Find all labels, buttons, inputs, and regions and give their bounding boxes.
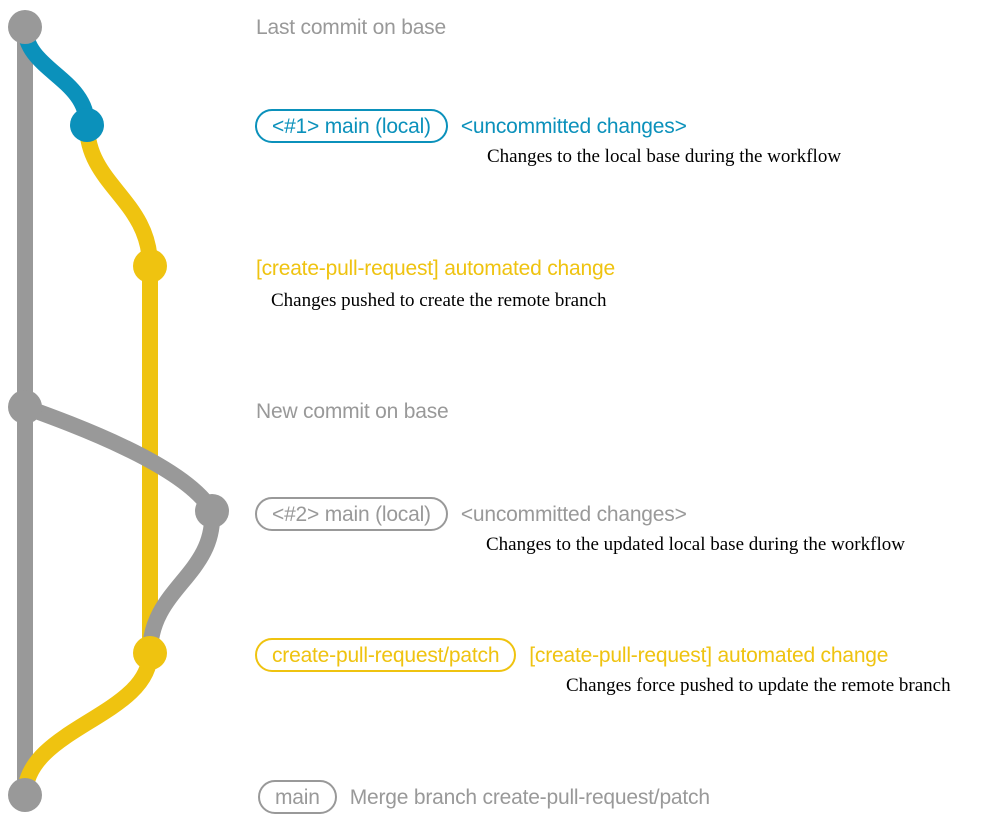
commit-row-uncommitted-changes-1: <#1> main (local) <uncommitted changes> — [255, 109, 687, 143]
branch-pill-create-pull-request-patch[interactable]: create-pull-request/patch — [255, 638, 517, 672]
commit-node-automated-change-1[interactable] — [133, 249, 167, 283]
commit-note-uncommitted-changes-1: Changes to the local base during the wor… — [487, 146, 842, 167]
edge-patch-2-to-merge — [17, 652, 158, 796]
commit-node-merge-commit[interactable] — [8, 778, 42, 812]
commit-node-automated-change-2[interactable] — [133, 636, 167, 670]
commit-message: [create-pull-request] automated change — [529, 643, 889, 667]
commit-note-uncommitted-changes-2: Changes to the updated local base during… — [486, 534, 905, 555]
commit-message: <uncommitted changes> — [460, 114, 687, 138]
commit-node-uncommitted-changes-1[interactable] — [70, 108, 104, 142]
commit-row-new-commit-on-base: New commit on base — [256, 394, 449, 428]
commit-note-automated-change-1: Changes pushed to create the remote bran… — [271, 290, 607, 311]
commit-row-automated-change-2: create-pull-request/patch [create-pull-r… — [255, 638, 888, 672]
commit-message: Merge branch create-pull-request/patch — [349, 785, 710, 809]
branch-pill-main[interactable]: main — [258, 780, 337, 814]
commit-node-last-commit-on-base[interactable] — [8, 10, 42, 44]
commit-row-last-commit-on-base: Last commit on base — [256, 10, 446, 44]
edge-base-to-local-2 — [22, 399, 219, 516]
edge-local-1-to-patch-1 — [79, 124, 158, 267]
commit-node-uncommitted-changes-2[interactable] — [195, 494, 229, 528]
commit-row-merge-commit: main Merge branch create-pull-request/pa… — [258, 780, 710, 814]
commit-message: [create-pull-request] automated change — [256, 256, 615, 280]
commit-message: Last commit on base — [256, 15, 446, 39]
commit-message: <uncommitted changes> — [460, 502, 687, 526]
commit-note-automated-change-2: Changes force pushed to update the remot… — [566, 675, 951, 696]
commit-row-uncommitted-changes-2: <#2> main (local) <uncommitted changes> — [255, 497, 687, 531]
edge-local-2-to-patch-2 — [142, 510, 221, 654]
branch-pill-main-local-2[interactable]: <#2> main (local) — [255, 497, 448, 531]
commit-node-new-commit-on-base[interactable] — [8, 390, 42, 424]
branch-pill-main-local-1[interactable]: <#1> main (local) — [255, 109, 448, 143]
commit-row-automated-change-1: [create-pull-request] automated change — [256, 251, 615, 285]
commit-message: New commit on base — [256, 399, 449, 423]
